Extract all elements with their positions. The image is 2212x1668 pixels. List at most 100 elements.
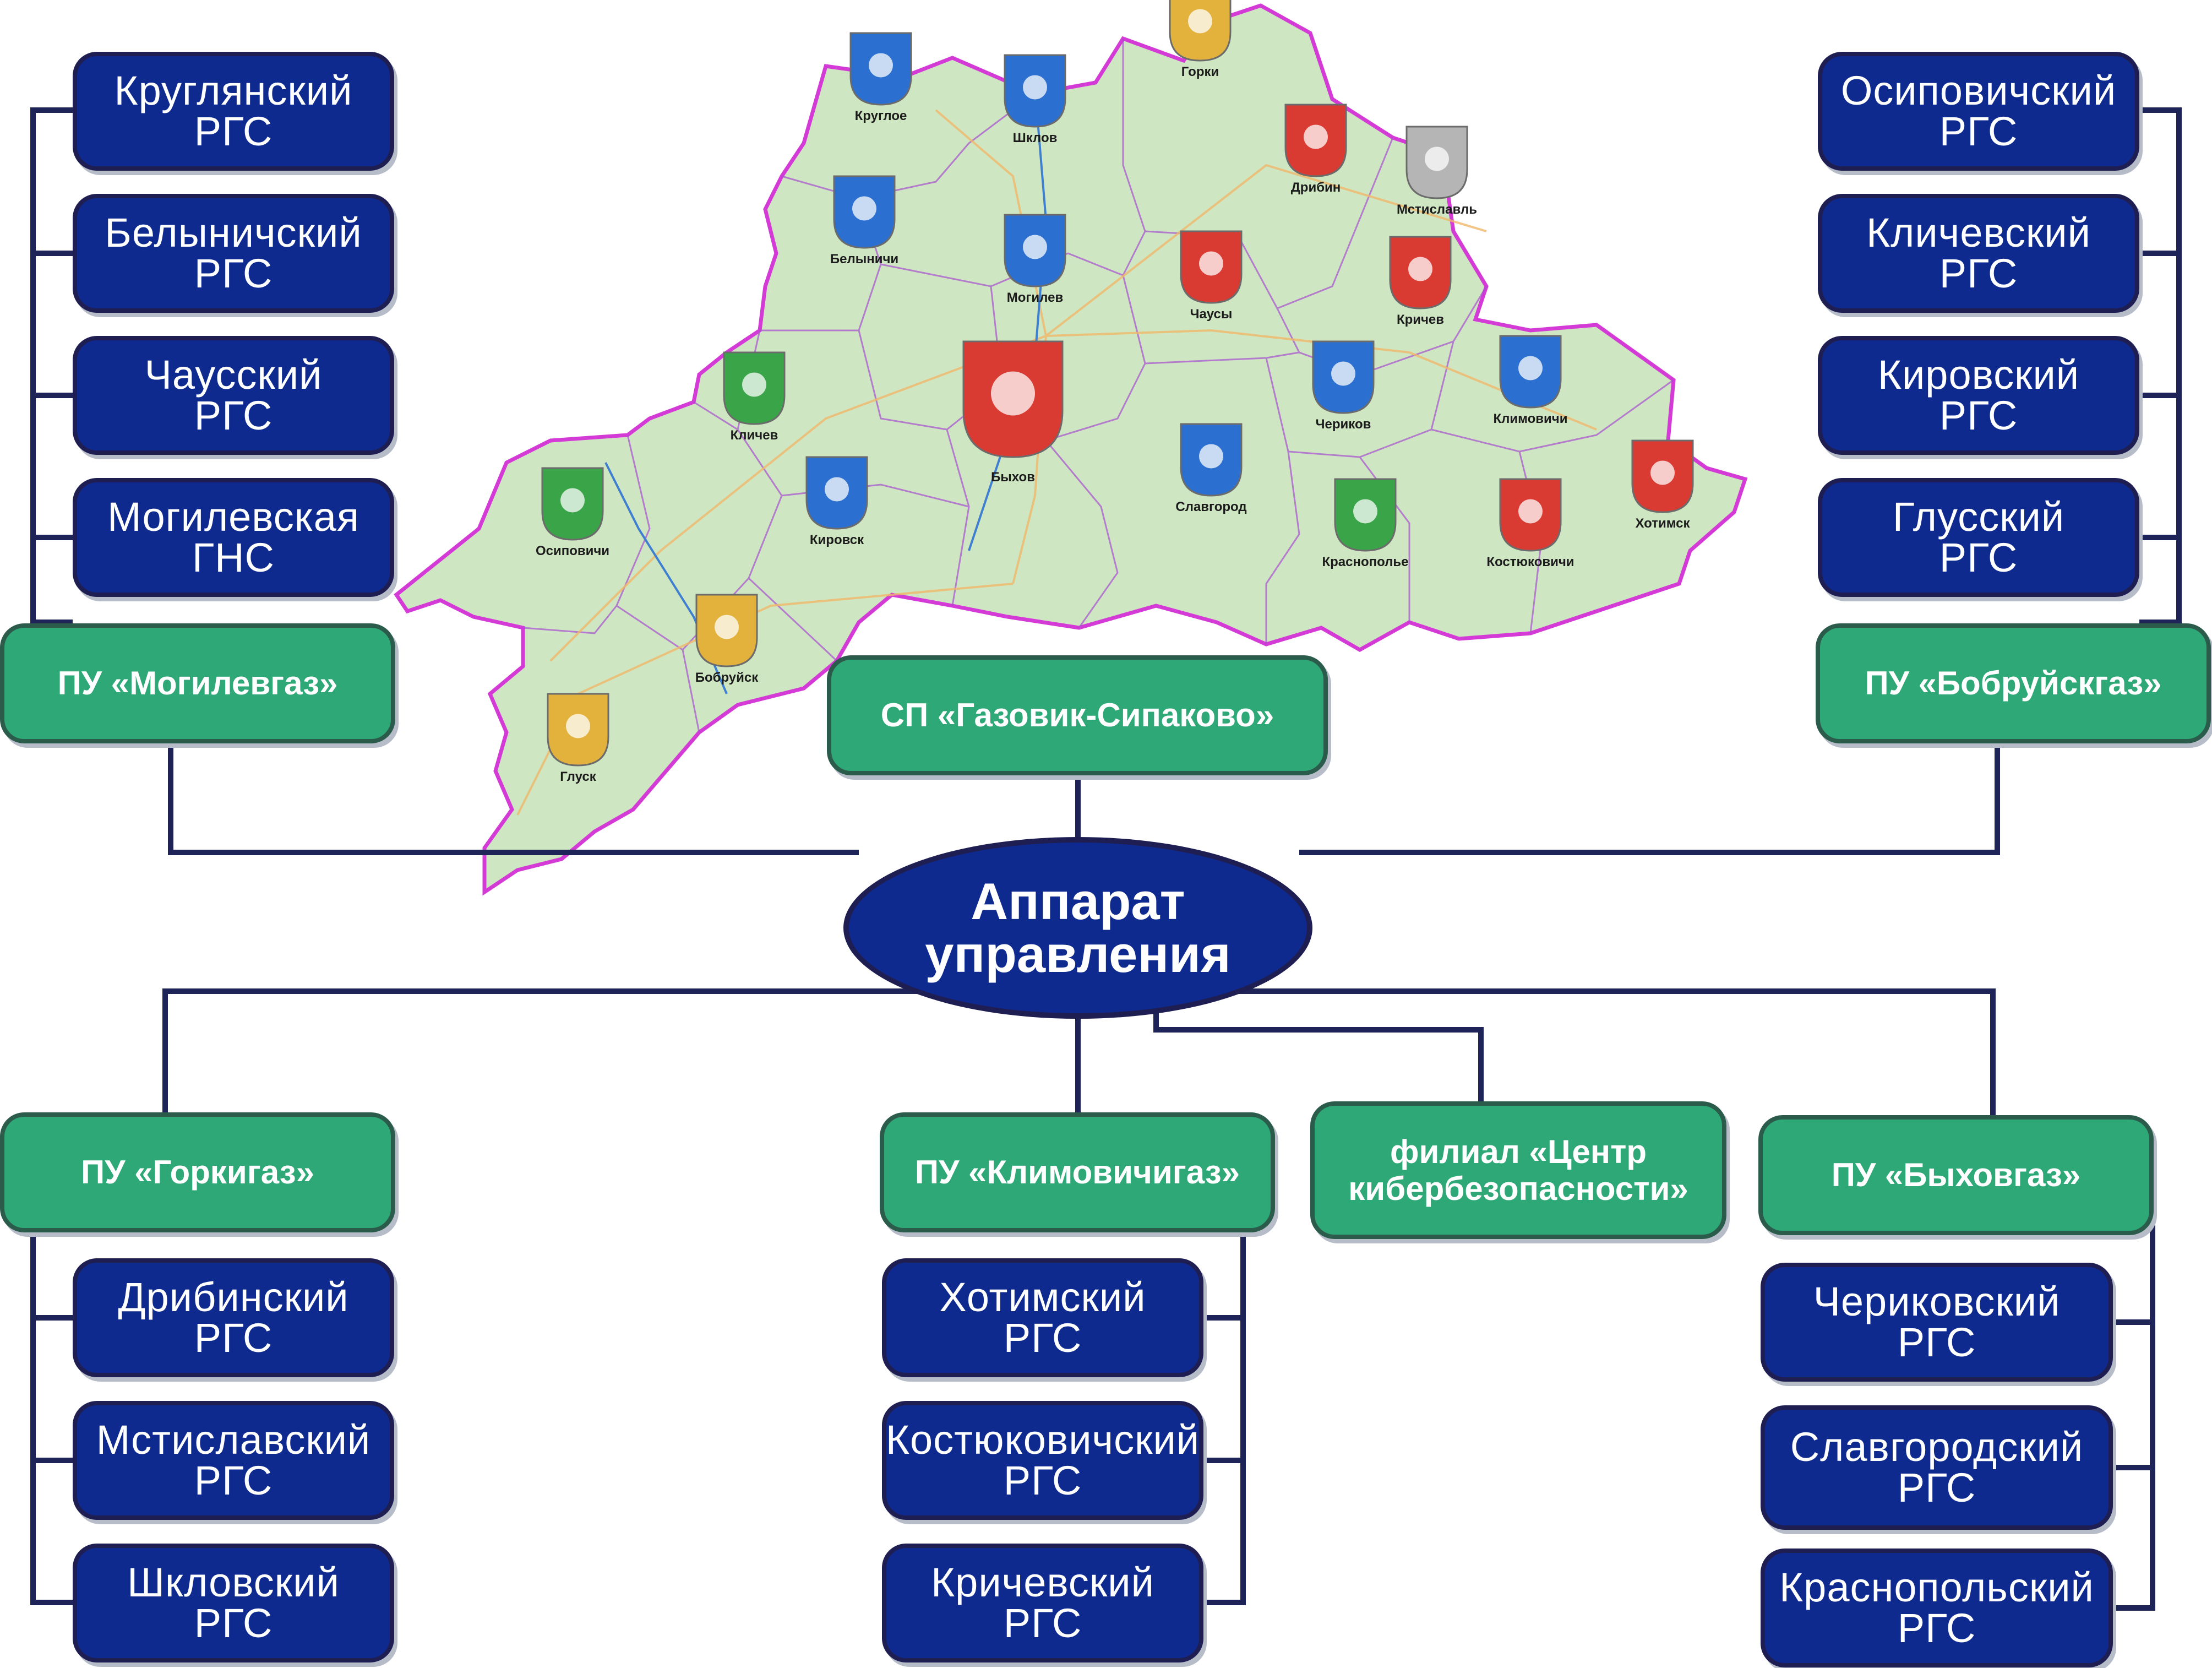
rgs-box-mstislavsky[interactable]: Мстиславский РГС: [73, 1401, 394, 1520]
cyber-security-branch-box[interactable]: филиал «Центр кибербезопасности»: [1310, 1101, 1726, 1239]
map-town-label: Быхов: [991, 470, 1035, 485]
rgs-box-khotimsky[interactable]: Хотимский РГС: [882, 1258, 1203, 1377]
connector-root-left: [168, 743, 859, 855]
emblem-charge: [1425, 146, 1449, 171]
map-town-label: Дрибин: [1291, 180, 1341, 195]
connector-klim-bracket: [1203, 1223, 1246, 1605]
rgs-type: РГС: [1897, 1319, 1976, 1365]
emblem-charge: [1188, 9, 1212, 34]
rgs-name: Кличевский: [1866, 210, 2091, 256]
emblem-charge: [715, 615, 739, 639]
rgs-type: РГС: [194, 1600, 273, 1646]
sp-gazovik-sipakovo-box[interactable]: СП «Газовик-Сипаково»: [827, 655, 1328, 775]
rgs-box-krichevsky[interactable]: Кричевский РГС: [882, 1544, 1203, 1662]
rgs-type: РГС: [1939, 535, 2018, 580]
map-town-label: Хотимск: [1635, 516, 1690, 531]
connector-cyber: [1153, 1013, 1484, 1101]
rgs-type: РГС: [1003, 1458, 1082, 1503]
cyber-label-line1: филиал «Центр: [1390, 1133, 1647, 1170]
emblem-charge: [560, 488, 585, 513]
connector-gorki-bracket: [30, 1220, 73, 1605]
rgs-box-cherikovsky[interactable]: Чериковский РГС: [1761, 1263, 2113, 1382]
rgs-box-dribinsky[interactable]: Дрибинский РГС: [73, 1258, 394, 1377]
emblem-charge: [1023, 235, 1047, 259]
connector-left-bracket: [30, 107, 73, 625]
rgs-box-klichevsky[interactable]: Кличевский РГС: [1818, 194, 2139, 313]
rgs-box-slavgorodsky[interactable]: Славгородский РГС: [1761, 1405, 2113, 1530]
rgs-type: РГС: [194, 251, 273, 296]
map-town-label: Костюковичи: [1486, 555, 1574, 569]
rgs-name: Шкловский: [127, 1560, 340, 1605]
map-town-label: Чериков: [1316, 417, 1371, 432]
rgs-type: РГС: [1897, 1605, 1976, 1651]
map-town-label: Круглое: [855, 108, 907, 123]
rgs-box-kruglyansky[interactable]: Круглянский РГС: [73, 52, 394, 171]
emblem-charge: [1023, 75, 1047, 100]
cyber-label-line2: кибербезопасности»: [1348, 1170, 1688, 1207]
rgs-name: Краснопольский: [1779, 1564, 2094, 1610]
rgs-box-kostyukovichsky[interactable]: Костюковичский РГС: [882, 1401, 1203, 1520]
rgs-name: Глусский: [1892, 494, 2065, 540]
rgs-type: РГС: [1939, 251, 2018, 296]
pu-klimovichigaz-box[interactable]: ПУ «Климовичигаз»: [880, 1112, 1275, 1232]
rgs-box-shklovsky[interactable]: Шкловский РГС: [73, 1544, 394, 1662]
map-town-label: Горки: [1181, 64, 1219, 79]
rgs-name: Дрибинский: [118, 1274, 349, 1320]
pu-mogilevgaz-label: ПУ «Могилевгаз»: [57, 665, 338, 702]
rgs-name: Чериковский: [1813, 1279, 2061, 1324]
connector-root-right: [1299, 743, 2000, 855]
rgs-name: Костюковичский: [885, 1417, 1200, 1463]
rgs-box-osipovichsky[interactable]: Осиповичский РГС: [1818, 52, 2139, 171]
emblem-charge: [742, 372, 766, 397]
emblem-charge: [991, 371, 1035, 416]
root-label-line1: Аппарат: [971, 872, 1185, 931]
emblem-charge: [1650, 460, 1675, 485]
pu-gorkigaz-label: ПУ «Горкигаз»: [80, 1154, 314, 1191]
rgs-type: РГС: [1939, 108, 2018, 154]
rgs-box-glussky[interactable]: Глусский РГС: [1818, 478, 2139, 597]
rgs-box-kirovsky[interactable]: Кировский РГС: [1818, 336, 2139, 455]
rgs-type: РГС: [1003, 1600, 1082, 1646]
root-management-ellipse[interactable]: Аппарат управления: [843, 837, 1312, 1019]
map-town-label: Глуск: [560, 769, 596, 784]
map-town-label: Белыничи: [830, 252, 898, 267]
map-town-label: Бобруйск: [695, 670, 759, 685]
rgs-box-chaussky[interactable]: Чаусский РГС: [73, 336, 394, 455]
rgs-name: Белыничский: [105, 210, 362, 256]
map-town-label: Кричев: [1397, 312, 1444, 327]
pu-klimovichigaz-label: ПУ «Климовичигаз»: [914, 1154, 1240, 1191]
rgs-box-krasnopolsky[interactable]: Краснопольский РГС: [1761, 1549, 2113, 1667]
map-town-label: Осиповичи: [536, 544, 609, 558]
rgs-name: Хотимский: [939, 1274, 1146, 1320]
emblem-charge: [1518, 499, 1543, 524]
emblem-charge: [1199, 251, 1223, 276]
map-town-label: Чаусы: [1190, 307, 1233, 322]
emblem-charge: [1199, 444, 1223, 469]
map-town-label: Кличев: [731, 428, 778, 443]
rgs-box-belynichsky[interactable]: Белыничский РГС: [73, 194, 394, 313]
map-town-label: Мстиславль: [1397, 202, 1477, 217]
pu-gorkigaz-box[interactable]: ПУ «Горкигаз»: [0, 1112, 395, 1232]
pu-bykhovgaz-box[interactable]: ПУ «Быховгаз»: [1758, 1115, 2154, 1235]
gns-box-mogilev[interactable]: Могилевская ГНС: [73, 478, 394, 597]
emblem-charge: [869, 53, 893, 78]
rgs-type: РГС: [194, 1458, 273, 1503]
rgs-name: Славгородский: [1790, 1424, 2084, 1470]
emblem-charge: [1353, 499, 1377, 524]
gns-type: ГНС: [192, 535, 275, 580]
pu-bobruiskgaz-box[interactable]: ПУ «Бобруйскгаз»: [1816, 623, 2211, 743]
pu-mogilevgaz-box[interactable]: ПУ «Могилевгаз»: [0, 623, 395, 743]
emblem-charge: [1304, 124, 1328, 149]
connector-bykhov-bracket: [2113, 1225, 2155, 1611]
rgs-name: Кричевский: [931, 1560, 1154, 1605]
root-label-line2: управления: [925, 925, 1231, 983]
map-town-label: Шклов: [1013, 131, 1058, 145]
rgs-type: РГС: [1939, 393, 2018, 438]
rgs-type: РГС: [194, 1315, 273, 1361]
emblem-charge: [1518, 356, 1543, 381]
emblem-charge: [1331, 361, 1355, 386]
pu-bykhovgaz-label: ПУ «Быховгаз»: [1831, 1156, 2081, 1194]
sp-gazovik-sipakovo-label: СП «Газовик-Сипаково»: [880, 697, 1274, 734]
rgs-name: Чаусский: [144, 352, 323, 398]
